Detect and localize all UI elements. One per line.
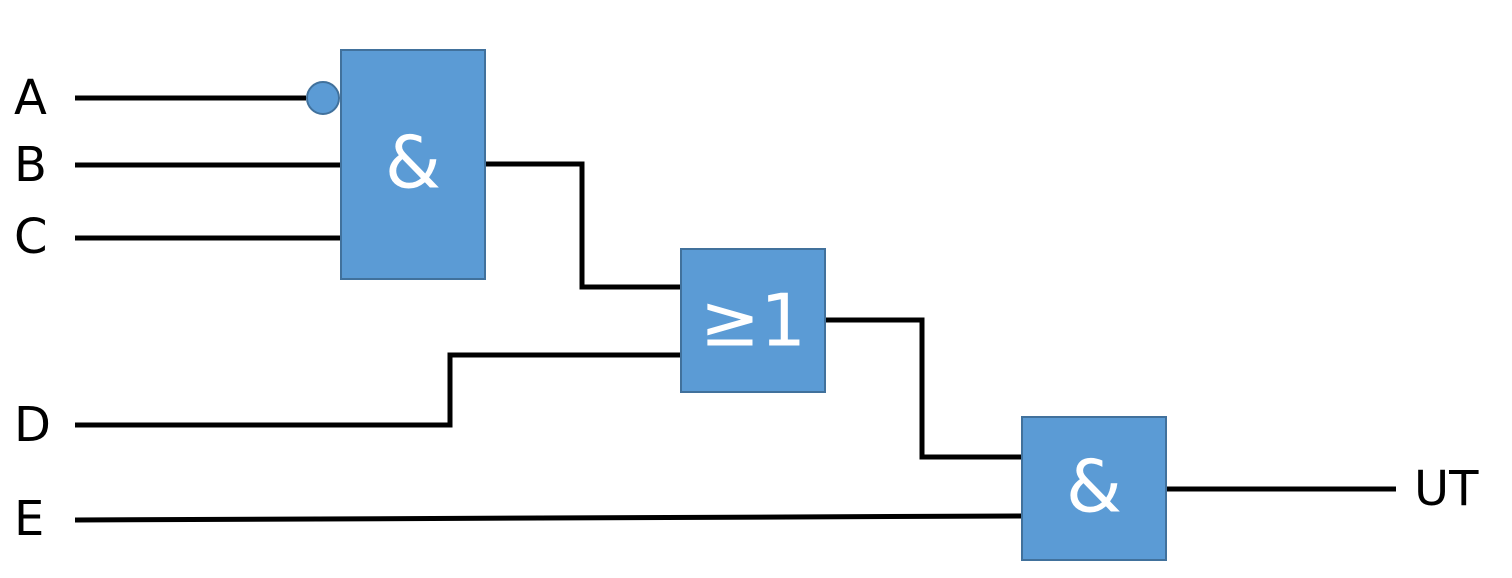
or-gate-1: ≥1	[680, 248, 826, 393]
inverter-bubble-a	[306, 81, 340, 115]
and-gate-1-body	[340, 49, 486, 280]
wire-input-e	[74, 513, 1023, 523]
and-gate-2: &	[1021, 416, 1167, 561]
input-label-d: D	[14, 397, 51, 453]
and-gate-2-symbol: &	[1066, 445, 1122, 529]
or-gate-1-symbol: ≥1	[700, 279, 806, 363]
input-label-b: B	[14, 137, 47, 193]
wire-or1-to-and2	[825, 317, 1022, 460]
wire-and1-to-or1	[485, 161, 681, 290]
output-label-ut: UT	[1414, 461, 1479, 517]
or-gate-1-body	[680, 248, 826, 393]
input-label-a: A	[14, 70, 47, 126]
and-gate-1: &	[340, 49, 486, 280]
and-gate-2-body	[1021, 416, 1167, 561]
wire-input-d	[75, 352, 681, 428]
and-gate-1-symbol: &	[385, 121, 441, 205]
input-label-c: C	[14, 209, 48, 265]
input-label-e: E	[14, 491, 44, 547]
